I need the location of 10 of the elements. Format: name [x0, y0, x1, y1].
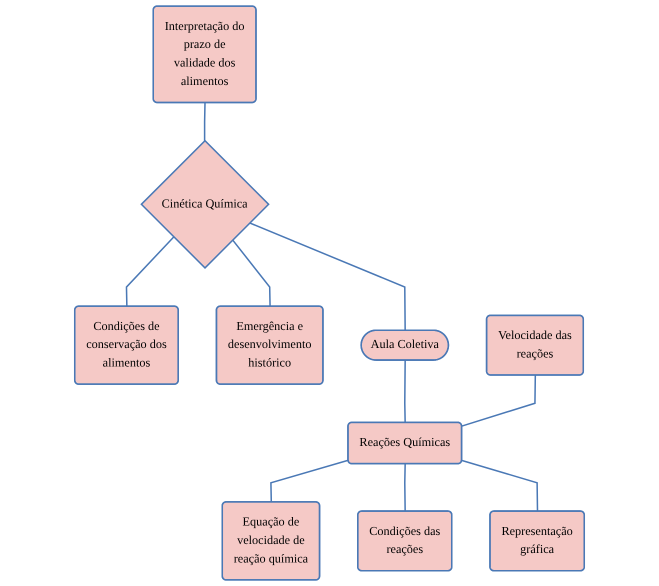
node-diamond: Cinética Química	[140, 140, 270, 269]
connector	[249, 222, 406, 331]
connector	[462, 375, 536, 427]
connector	[270, 460, 349, 502]
connector	[232, 239, 271, 307]
connector	[126, 236, 174, 307]
connector	[204, 102, 206, 141]
connector	[404, 464, 406, 512]
connector	[462, 460, 538, 512]
connector	[404, 360, 406, 423]
